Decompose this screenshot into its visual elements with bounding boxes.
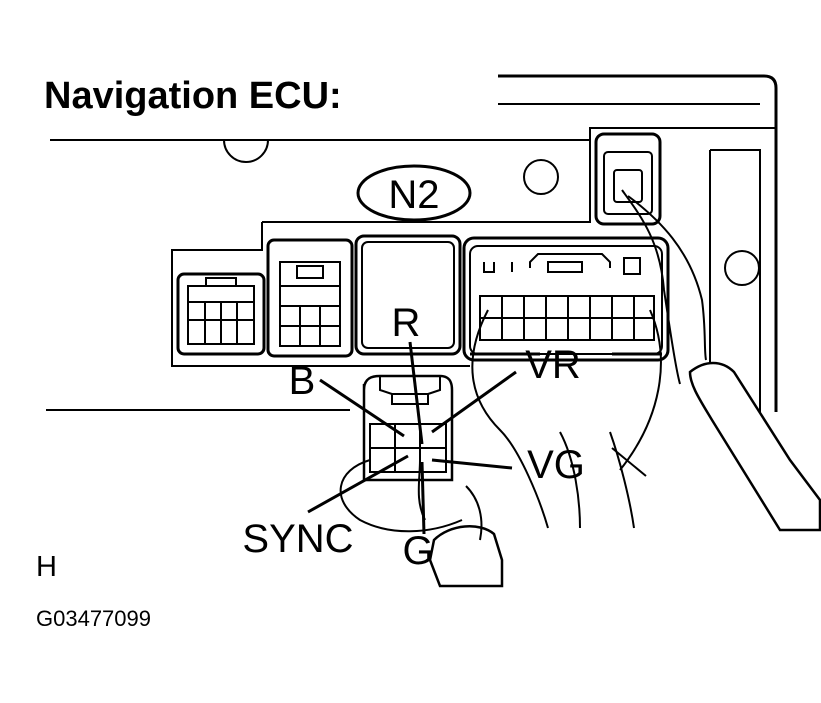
- connector-blank: [354, 234, 462, 356]
- connector-n2-tag: N2: [356, 164, 472, 222]
- leader-b: [319, 378, 405, 438]
- ecu-housing: [46, 74, 778, 412]
- terminal-label-g: G: [402, 529, 433, 573]
- connector-large-right: [462, 236, 670, 362]
- connector-probed: [339, 374, 504, 588]
- leader-g: [420, 461, 426, 535]
- leader-vr: [431, 370, 517, 434]
- leader-r: [408, 341, 424, 445]
- probe-leads: [471, 309, 662, 529]
- connector-second: [266, 238, 354, 358]
- terminal-label-vg: VG: [527, 443, 585, 487]
- connector-upper-right: [594, 132, 821, 532]
- leader-vg: [431, 458, 513, 470]
- leader-sync: [307, 454, 409, 514]
- terminal-label-sync: SYNC: [242, 517, 353, 561]
- connector-small-left: [176, 272, 266, 356]
- view-mark: H: [36, 551, 57, 583]
- connector-id-label: N2: [388, 173, 439, 217]
- terminal-label-b: B: [289, 359, 316, 403]
- leader-lines: [307, 341, 517, 535]
- terminal-label-r: R: [392, 301, 421, 345]
- figure-code: G03477099: [36, 606, 151, 631]
- diagram-title: Navigation ECU:: [44, 75, 342, 117]
- terminal-label-vr: VR: [525, 343, 581, 387]
